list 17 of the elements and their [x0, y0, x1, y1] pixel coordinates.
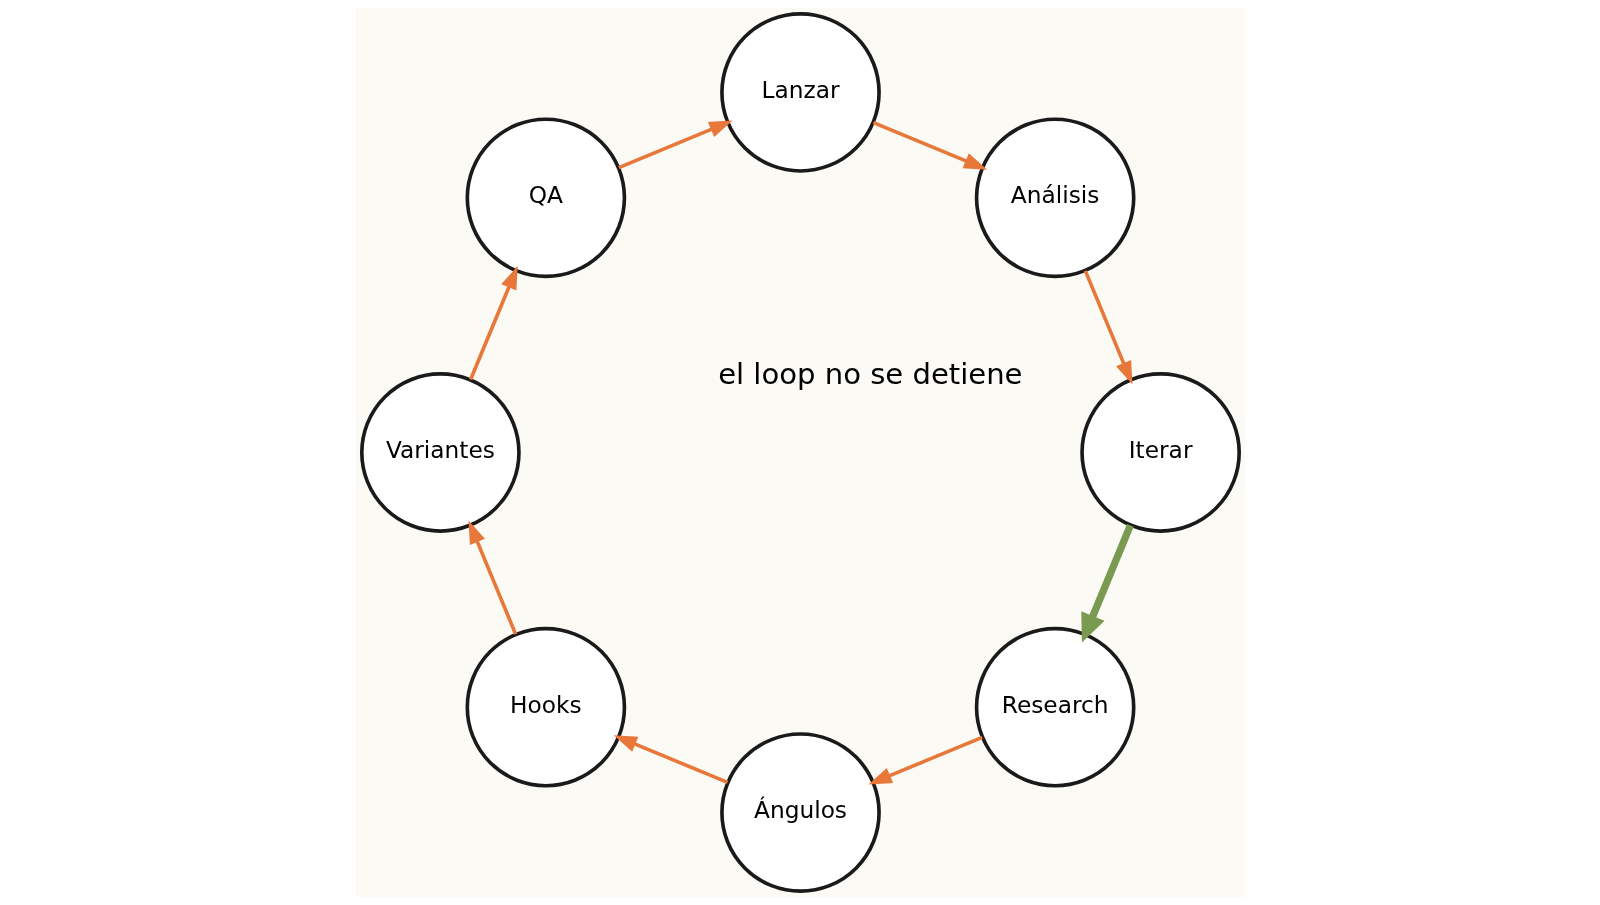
node-circle: Lanzar [719, 12, 881, 173]
node-circle: QA [465, 117, 626, 279]
node-circle: Análisis [974, 117, 1135, 279]
node-circle: Ángulos [719, 732, 881, 893]
node-circle: Research [974, 626, 1135, 788]
arrow [617, 120, 733, 170]
node-circle: Variantes [359, 372, 521, 533]
label: el loop no se detiene [717, 357, 1023, 392]
node-circle: Hooks [465, 626, 626, 788]
arrow [1080, 524, 1134, 643]
node-circle: Iterar [1079, 372, 1241, 533]
arrow [872, 120, 987, 170]
arrow [613, 735, 728, 785]
arrow [867, 735, 983, 785]
arrow [468, 520, 517, 635]
arrow [1083, 270, 1132, 385]
arrow [468, 265, 518, 381]
